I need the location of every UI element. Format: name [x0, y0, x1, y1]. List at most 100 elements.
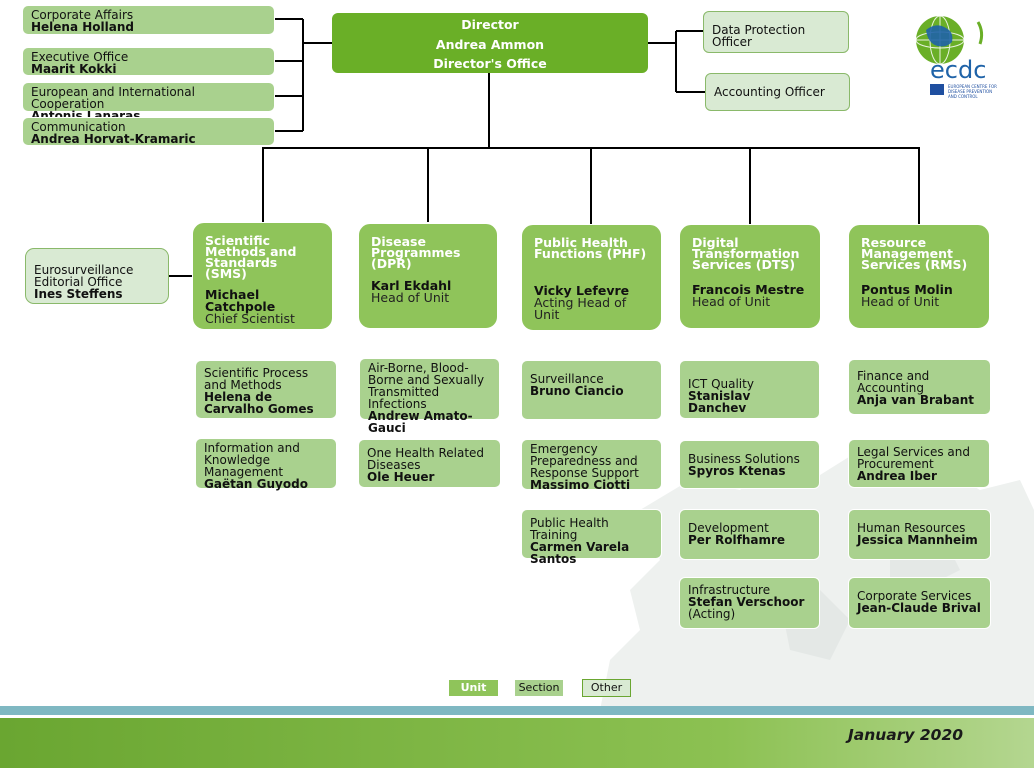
box-title: Data Protection Officer	[712, 23, 806, 49]
section-title: Public Health Training	[530, 516, 609, 542]
logo-subtitle-2: DISEASE PREVENTION	[948, 89, 992, 94]
section-business-solutions[interactable]: Business Solutions Spyros Ktenas	[679, 440, 820, 489]
box-person: Ines Steffens	[34, 287, 123, 301]
section-title: Business Solutions	[688, 452, 800, 466]
logo-wordmark: ecdc	[930, 56, 986, 84]
section-note: (Acting)	[688, 607, 736, 621]
section-person: Per Rolfhamre	[688, 533, 786, 547]
section-corporate-services[interactable]: Corporate Services Jean-Claude Brival	[848, 577, 991, 629]
section-title: Corporate Services	[857, 589, 972, 603]
section-person: Helena de Carvalho Gomes	[204, 390, 314, 416]
section-person: Ole Heuer	[367, 470, 435, 484]
section-person: Gaëtan Guyodo	[204, 477, 308, 491]
unit-head: Pontus Molin	[861, 282, 953, 297]
unit-head: Vicky Lefevre	[534, 283, 630, 298]
communication-box[interactable]: Communication Andrea Horvat-Kramaric	[22, 117, 275, 146]
ecdc-globe-icon: ecdc EUROPEAN CENTRE FOR DISEASE PREVENT…	[915, 15, 997, 99]
logo-subtitle-3: AND CONTROL	[948, 94, 978, 99]
director-office: Director's Office	[433, 56, 547, 71]
section-person: Jean-Claude Brival	[857, 601, 981, 615]
section-emergency-preparedness[interactable]: Emergency Preparedness and Response Supp…	[521, 439, 662, 492]
unit-phf[interactable]: Public Health Functions (PHF) Vicky Lefe…	[521, 224, 662, 331]
unit-title: Resource Management Services (RMS)	[861, 235, 968, 272]
box-title-2: Editorial Office	[34, 275, 123, 289]
legend-unit: Unit	[448, 679, 499, 697]
unit-dpr[interactable]: Disease Programmes (DPR) Karl Ekdahl Hea…	[358, 223, 498, 329]
section-person: Andrew Amato-Gauci	[368, 409, 473, 435]
box-title: Executive Office	[31, 50, 129, 64]
unit-rms[interactable]: Resource Management Services (RMS) Pontu…	[848, 224, 990, 329]
box-title: Corporate Affairs	[31, 8, 134, 22]
box-person: Andrea Horvat-Kramaric	[31, 132, 196, 146]
unit-head: Francois Mestre	[692, 282, 805, 297]
section-title: Finance and Accounting	[857, 369, 930, 395]
corporate-affairs-box[interactable]: Corporate Affairs Helena Holland	[22, 5, 275, 35]
section-infrastructure[interactable]: Infrastructure Stefan Verschoor (Acting)	[679, 577, 820, 629]
unit-head: Karl Ekdahl	[371, 278, 452, 293]
section-person: Massimo Ciotti	[530, 478, 631, 492]
legend-other: Other	[582, 679, 631, 697]
unit-sms[interactable]: Scientific Methods and Standards (SMS) M…	[192, 222, 333, 330]
executive-office-box[interactable]: Executive Office Maarit Kokki	[22, 47, 275, 76]
director-box[interactable]: Director Andrea Ammon Director's Office	[332, 13, 648, 73]
unit-title: Disease Programmes (DPR)	[371, 234, 461, 271]
box-title: Eurosurveillance	[34, 263, 134, 277]
section-human-resources[interactable]: Human Resources Jessica Mannheim	[848, 509, 991, 560]
footer-date: January 2020	[848, 726, 964, 744]
section-ict-quality[interactable]: ICT Quality Stanislav Danchev	[679, 360, 820, 419]
box-person: Maarit Kokki	[31, 62, 117, 76]
section-legal-procurement[interactable]: Legal Services and Procurement Andrea Ib…	[848, 439, 990, 488]
data-protection-officer-box[interactable]: Data Protection Officer	[703, 11, 849, 53]
unit-head: Michael Catchpole	[205, 287, 276, 314]
section-title: One Health Related Diseases	[367, 446, 485, 472]
section-information-knowledge[interactable]: Information and Knowledge Management Gaë…	[195, 438, 337, 491]
box-person: Helena Holland	[31, 20, 134, 34]
section-person: Stanislav Danchev	[688, 389, 751, 415]
footer-blue-band	[0, 706, 1034, 715]
section-public-health-training[interactable]: Public Health Training Carmen Varela San…	[521, 509, 662, 565]
section-title: ICT Quality	[688, 377, 754, 391]
unit-role: Head of Unit	[861, 294, 940, 309]
accounting-officer-box[interactable]: Accounting Officer	[705, 73, 850, 111]
unit-title: Scientific Methods and Standards (SMS)	[205, 233, 297, 281]
section-person: Spyros Ktenas	[688, 464, 786, 478]
unit-role: Head of Unit	[692, 294, 771, 309]
section-title: Human Resources	[857, 521, 966, 535]
section-person: Anja van Brabant	[857, 393, 974, 407]
section-surveillance[interactable]: Surveillance Bruno Ciancio	[521, 360, 662, 420]
section-person: Jessica Mannheim	[857, 533, 978, 547]
section-development[interactable]: Development Per Rolfhamre	[679, 509, 820, 560]
section-title: Air-Borne, Blood-Borne and Sexually Tran…	[368, 361, 485, 411]
box-title: Accounting Officer	[714, 85, 825, 99]
section-title: Emergency Preparedness and Response Supp…	[530, 442, 639, 480]
section-person: Bruno Ciancio	[530, 384, 624, 398]
section-title: Development	[688, 521, 769, 535]
unit-title: Public Health Functions (PHF)	[534, 235, 647, 261]
unit-role: Acting Head of Unit	[534, 295, 627, 322]
unit-role: Head of Unit	[371, 290, 450, 305]
section-title: Infrastructure	[688, 583, 771, 597]
section-scientific-process[interactable]: Scientific Process and Methods Helena de…	[195, 360, 337, 419]
section-airborne[interactable]: Air-Borne, Blood-Borne and Sexually Tran…	[359, 358, 500, 434]
section-title: Scientific Process and Methods	[204, 366, 309, 392]
eurosurveillance-box[interactable]: Eurosurveillance Editorial Office Ines S…	[25, 248, 169, 304]
logo-subtitle-1: EUROPEAN CENTRE FOR	[948, 84, 997, 89]
section-title: Information and Knowledge Management	[204, 441, 300, 479]
ecdc-logo: ecdc EUROPEAN CENTRE FOR DISEASE PREVENT…	[908, 12, 1012, 102]
section-person: Stefan Verschoor	[688, 595, 805, 609]
section-finance-accounting[interactable]: Finance and Accounting Anja van Brabant	[848, 359, 991, 415]
legend-section: Section	[514, 679, 564, 697]
director-role: Director	[461, 17, 519, 32]
section-person: Carmen Varela Santos	[530, 540, 630, 566]
director-name: Andrea Ammon	[435, 36, 545, 52]
unit-title: Digital Transformation Services (DTS)	[692, 235, 800, 272]
section-title: Surveillance	[530, 372, 604, 386]
footer-green-band	[0, 718, 1034, 768]
section-title: Legal Services and Procurement	[857, 445, 970, 471]
international-cooperation-box[interactable]: European and International Cooperation A…	[22, 82, 275, 122]
box-title: European and International Cooperation	[31, 85, 195, 111]
unit-dts[interactable]: Digital Transformation Services (DTS) Fr…	[679, 224, 821, 329]
section-person: Andrea Iber	[857, 469, 937, 483]
section-one-health[interactable]: One Health Related Diseases Ole Heuer	[358, 439, 501, 488]
